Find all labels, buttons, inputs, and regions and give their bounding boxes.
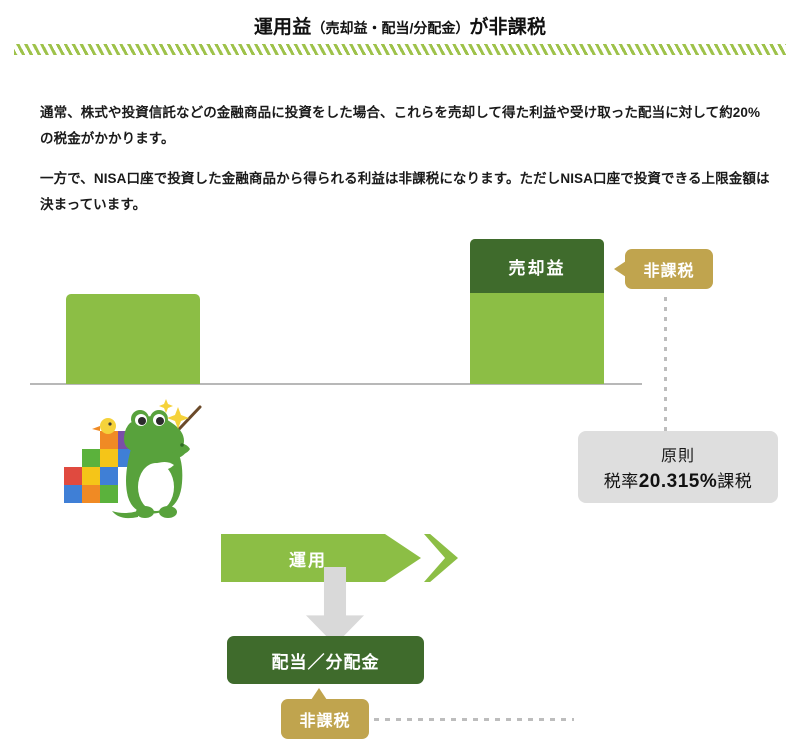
block-yellow	[82, 467, 100, 485]
callout-tax-free-dividend-label: 非課税	[299, 713, 351, 730]
page-title: 運用益（売却益・配当/分配金）が非課税	[0, 12, 800, 39]
capital-gain-segment: 売却益	[470, 239, 604, 293]
block-blue-2	[100, 467, 118, 485]
mascot-pupil-left	[138, 417, 146, 425]
mascot-foot-right	[159, 506, 177, 518]
mascot-pupil-right	[156, 417, 164, 425]
principal-bar-left	[66, 294, 200, 384]
block-green-2	[100, 485, 118, 503]
diagram-baseline	[30, 383, 642, 385]
dotted-connector-vertical	[664, 297, 667, 479]
operation-arrow-chevron-icon	[424, 534, 458, 582]
principal-bar-right: 売却益	[470, 239, 604, 384]
mascot-belly	[138, 463, 174, 511]
sparkle-large-icon	[167, 407, 189, 429]
mascot-foot-left	[136, 506, 154, 518]
operation-arrow-label: 運用	[289, 550, 327, 570]
tax-note-prefix: 税率	[603, 471, 639, 491]
title-divider-stripes	[14, 44, 786, 55]
mascot-arm-right	[172, 446, 188, 459]
tax-note-line-2: 税率20.315%課税	[604, 467, 753, 493]
dividend-box-label: 配当／分配金	[271, 652, 380, 672]
body-paragraph-1: 通常、株式や投資信託などの金融商品に投資をした場合、これらを売却して得た利益や受…	[40, 104, 761, 146]
operation-arrow: 運用	[221, 534, 421, 582]
page-title-main-2: が非課税	[469, 17, 547, 38]
block-blue	[64, 485, 82, 503]
bird-eye	[108, 422, 112, 426]
block-orange	[82, 485, 100, 503]
crocodile-mascot	[64, 399, 202, 519]
dotted-connector-horizontal	[374, 718, 574, 721]
bird-beak	[92, 426, 100, 431]
mascot-tail	[112, 511, 138, 519]
tax-note-rate: 20.315%	[638, 470, 718, 492]
tax-note-box: 原則 税率20.315%課税	[578, 431, 778, 503]
block-yellow-2	[100, 449, 118, 467]
block-orange-2	[100, 431, 118, 449]
mascot-arm-left	[152, 462, 174, 471]
callout-tax-free-gain-label: 非課税	[643, 263, 695, 280]
nisa-diagram: 売却益 運用 配当／分配金 非課税 非課税 原則 税率20.315%課税	[0, 225, 800, 739]
page-title-parenthetical: （売却益・配当/分配金）	[311, 20, 470, 36]
page-title-main-1: 運用益	[253, 17, 312, 38]
body-paragraph-2: 一方で、NISA口座で投資した金融商品から得られる利益は非課税になります。ただし…	[40, 170, 770, 212]
callout-tax-free-gain: 非課税	[614, 249, 713, 289]
mascot-nostril	[180, 443, 184, 447]
bird-body	[100, 418, 116, 434]
block-red	[64, 467, 82, 485]
callout-tax-free-dividend: 非課税	[281, 688, 369, 739]
dividend-box: 配当／分配金	[227, 636, 424, 684]
block-green	[82, 449, 100, 467]
tax-note-suffix: 課税	[717, 471, 753, 491]
sparkle-small-icon	[159, 399, 173, 413]
tax-note-line-1: 原則	[660, 447, 695, 465]
capital-gain-label: 売却益	[508, 258, 566, 278]
